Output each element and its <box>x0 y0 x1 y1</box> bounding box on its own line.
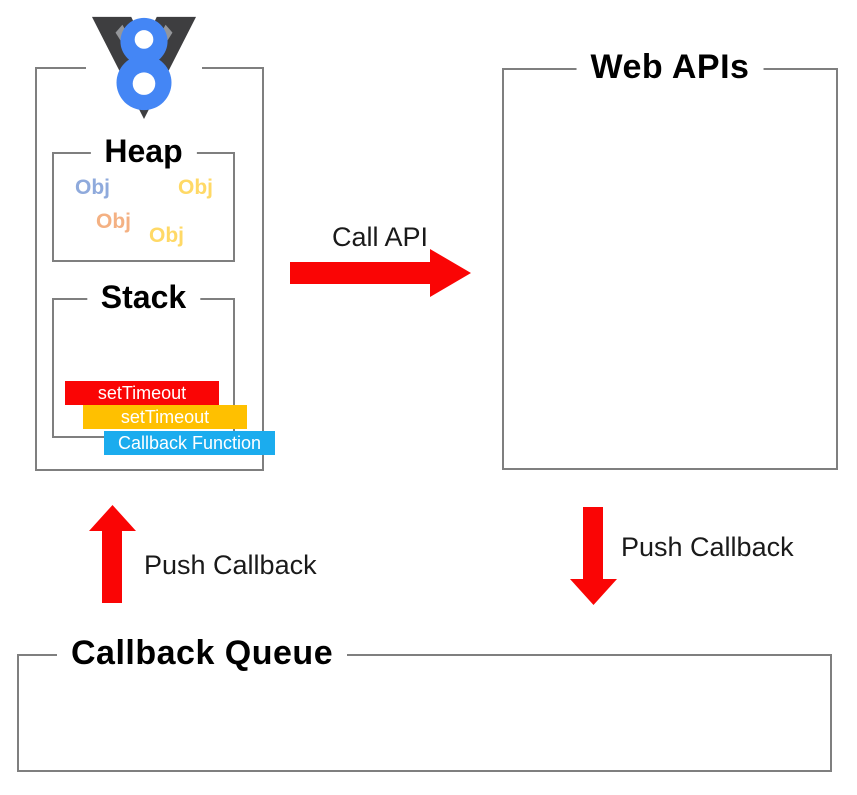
heap-title: Heap <box>90 135 197 169</box>
heap-box: Heap Obj Obj Obj Obj <box>52 135 235 262</box>
heap-object: Obj <box>149 224 184 247</box>
heap-object: Obj <box>96 210 131 233</box>
v8-logo <box>86 8 202 120</box>
stack-title: Stack <box>86 281 201 315</box>
call-api-label: Call API <box>331 222 429 252</box>
push-callback-right-label: Push Callback <box>621 532 794 562</box>
v8-logo-icon <box>91 16 197 119</box>
stack-frame-settimeout: setTimeout <box>83 405 247 429</box>
push-callback-down-arrow-icon <box>570 507 617 605</box>
stack-frame-callback-function: Callback Function <box>104 431 275 455</box>
web-apis-title: Web APIs <box>576 49 764 86</box>
push-callback-left-label: Push Callback <box>144 550 317 580</box>
push-callback-up-arrow-icon <box>89 505 136 603</box>
stack-frame-settimeout: setTimeout <box>65 381 219 405</box>
call-api-arrow-icon <box>290 249 471 297</box>
callback-queue-title: Callback Queue <box>57 635 348 672</box>
heap-object: Obj <box>178 176 213 199</box>
heap-object: Obj <box>75 176 110 199</box>
web-apis-box: Web APIs <box>502 49 838 470</box>
callback-queue-box: Callback Queue <box>17 635 832 772</box>
